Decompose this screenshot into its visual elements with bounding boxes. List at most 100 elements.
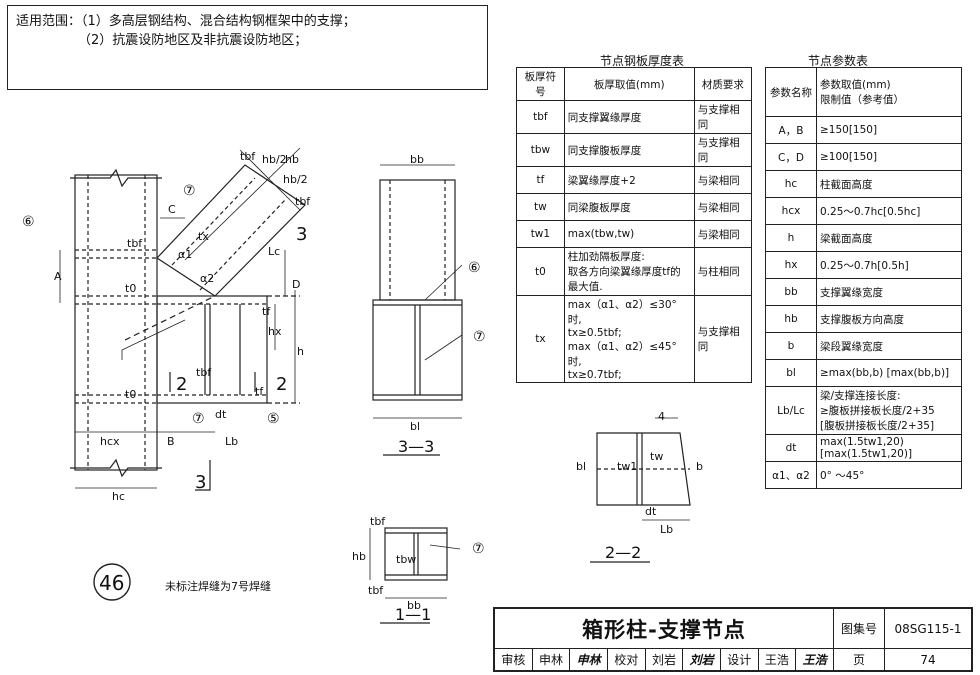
param-cell-3-1: 0.25～0.7hc[0.5hc] (816, 197, 962, 225)
sec33-weld-7: ⑦ (473, 329, 486, 345)
param-cell-12-1: 0° ～45° (816, 461, 962, 489)
section-11-outline (384, 527, 448, 581)
title-block: 箱形柱-支撑节点 图集号 08SG115-1 审核 申林 申林 校对 刘岩 刘岩… (493, 607, 973, 672)
dim-D: D (292, 278, 300, 291)
dim-C: C (168, 203, 176, 216)
sec22-b: b (696, 460, 703, 473)
page-label: 页 (833, 648, 885, 671)
designer-name: 王浩 (757, 648, 797, 671)
plate-cell-2-1: 梁翼缘厚度+2 (563, 166, 695, 194)
weld-5: ⑤ (267, 411, 280, 427)
param-table-title: 节点参数表 (808, 54, 869, 68)
sec22-4: 4 (658, 410, 665, 423)
section-22-outline (596, 432, 691, 506)
param-cell-5-1: 0.25～0.7h[0.5h] (816, 251, 962, 279)
drawing-number-circle (93, 563, 131, 601)
section-mark-3: 3 (195, 472, 206, 493)
label-t0-upper: t0 (125, 282, 136, 295)
param-header-value: 参数取值(mm) 限制值（参考值） (816, 67, 962, 117)
weld-7-bottom: ⑦ (192, 411, 205, 427)
plate-cell-5-0: t0 (516, 247, 565, 296)
designer-signature: 王浩 (795, 648, 834, 671)
table-row: bl≥max(bb,b) [max(bb,b)] (765, 359, 962, 387)
label-tbf-brace-2: tbf (295, 195, 311, 208)
label-alpha2: α2 (200, 272, 214, 285)
section-33-lower (372, 299, 463, 401)
label-tbf-column: tbf (127, 237, 143, 250)
atlas-number: 08SG115-1 (884, 608, 972, 649)
param-cell-10-1: 梁/支撑连接长度: ≥腹板拼接板长度/2+35 [腹板拼接板长度/2+35] (816, 386, 962, 435)
label-hb2-top: hb/2 (262, 153, 287, 166)
plate-cell-6-2: 与支撑相同 (693, 295, 753, 383)
plate-cell-1-2: 与支撑相同 (693, 133, 753, 167)
label-tbf-beam: tbf (196, 366, 212, 379)
param-cell-11-1: max(1.5tw1,20) [max(1.5tw1,20)] (816, 434, 962, 462)
drawing-number: 46 (99, 571, 124, 595)
plate-cell-3-0: tw (516, 193, 565, 221)
param-cell-4-1: 梁截面高度 (816, 224, 962, 252)
sec22-bl: bl (576, 460, 586, 473)
sec11-tbw: tbw (396, 553, 416, 566)
reviewer-name: 申林 (531, 648, 571, 671)
checker-name: 刘岩 (644, 648, 684, 671)
param-cell-10-0: Lb/Lc (765, 386, 817, 435)
param-cell-8-0: b (765, 332, 817, 360)
sec22-Lb: Lb (660, 523, 673, 536)
dim-B: B (167, 435, 175, 448)
plate-cell-5-1: 柱加劲隔板厚度: 取各方向梁翼缘厚度tf的 最大值. (563, 247, 695, 296)
sec11-bb: bb (407, 599, 421, 612)
param-cell-11-0: dt (765, 434, 817, 462)
dim-h: h (297, 345, 304, 358)
reviewer-signature: 申林 (569, 648, 608, 671)
param-cell-0-0: A，B (765, 116, 817, 144)
label-tbf-brace: tbf (240, 150, 256, 163)
label-tf-upper: tf (262, 305, 271, 318)
drawing-title: 箱形柱-支撑节点 (494, 608, 834, 649)
plate-cell-0-0: tbf (516, 100, 565, 134)
section-22-label: 2—2 (605, 543, 641, 562)
page-number: 74 (884, 648, 972, 671)
atlas-label: 图集号 (833, 608, 885, 649)
param-cell-8-1: 梁段翼缘宽度 (816, 332, 962, 360)
sec11-tbf-top: tbf (370, 515, 386, 528)
param-cell-1-0: C，D (765, 143, 817, 171)
section-33-label: 3—3 (398, 437, 434, 456)
plate-cell-3-2: 与梁相同 (693, 193, 753, 221)
sec11-weld-7: ⑦ (472, 541, 485, 557)
design-label: 设计 (719, 648, 759, 671)
table-row: A，B≥150[150] (765, 116, 962, 144)
plate-cell-1-0: tbw (516, 133, 565, 167)
plate-header-2: 材质要求 (693, 67, 753, 101)
scope-line-1: （1）多高层钢结构、混合结构钢框架中的支撑； (81, 14, 356, 29)
label-Lc: Lc (268, 245, 280, 258)
param-table: 参数名称 参数取值(mm) 限制值（参考值） A，B≥150[150]C，D≥1… (765, 67, 962, 489)
dim-hx: hx (268, 325, 282, 338)
sec33-bb: bb (410, 153, 424, 166)
param-cell-2-0: hc (765, 170, 817, 198)
dim-Lb: Lb (225, 435, 238, 448)
plate-cell-2-0: tf (516, 166, 565, 194)
check-label: 校对 (606, 648, 646, 671)
dim-A: A (54, 270, 62, 283)
section-mark-2-right: 2 (276, 374, 287, 395)
label-tf-lower: tf (255, 385, 264, 398)
plate-cell-6-0: tx (516, 295, 565, 383)
param-cell-9-1: ≥max(bb,b) [max(bb,b)] (816, 359, 962, 387)
sec22-tw: tw (650, 450, 663, 463)
label-t0-lower: t0 (125, 388, 136, 401)
section-mark-3-brace: 3 (296, 224, 307, 245)
param-cell-7-1: 支撑腹板方向高度 (816, 305, 962, 333)
plate-cell-5-2: 与柱相同 (693, 247, 753, 296)
weld-7-top: ⑦ (183, 183, 196, 199)
param-cell-4-0: h (765, 224, 817, 252)
weld-note: 未标注焊缝为7号焊缝 (165, 579, 271, 593)
